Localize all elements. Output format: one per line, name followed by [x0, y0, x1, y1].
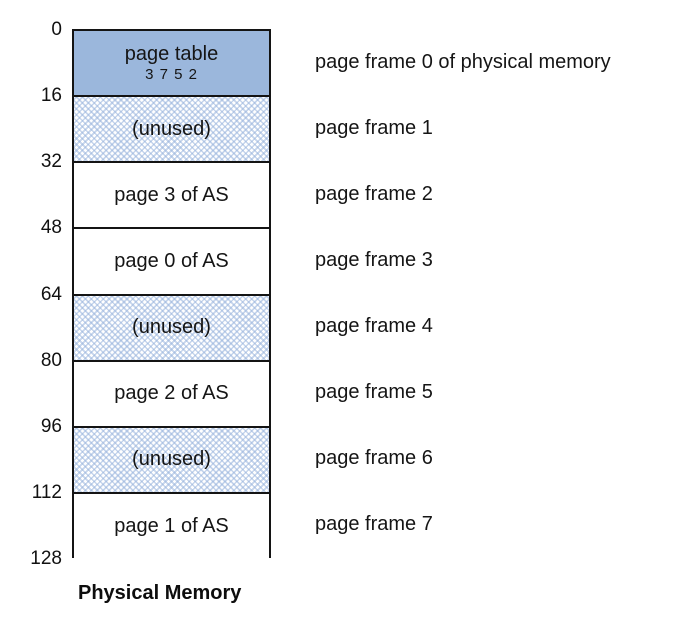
memory-cell-label: page table: [124, 43, 219, 66]
memory-cell-frame-3: page 0 of AS: [74, 229, 269, 296]
page-frame-label: page frame 6: [315, 447, 433, 470]
memory-cell-label: (unused): [132, 316, 211, 339]
page-table-entries: 3 7 5 2: [145, 66, 198, 84]
page-frame-row-6: page frame 6: [271, 426, 700, 492]
page-frame-label: page frame 3: [315, 248, 433, 271]
page-frame-row-1: page frame 1: [271, 95, 700, 161]
page-frame-label: page frame 4: [315, 315, 433, 338]
address-tick-112: 112: [31, 482, 62, 503]
page-frame-annotations: page frame 0 of physical memory page fra…: [271, 29, 700, 558]
address-tick-32: 32: [40, 151, 62, 172]
memory-cell-label: page 3 of AS: [114, 183, 229, 206]
address-tick-16: 16: [40, 85, 62, 106]
page-frame-row-7: page frame 7: [271, 492, 700, 558]
memory-cell-label: page 2 of AS: [114, 382, 229, 405]
address-tick-48: 48: [40, 217, 62, 238]
memory-cell-label: page 0 of AS: [114, 249, 229, 272]
page-frame-row-0: page frame 0 of physical memory: [271, 29, 700, 95]
page-frame-row-5: page frame 5: [271, 360, 700, 426]
address-axis: 0 16 32 48 64 80 96 112 128: [0, 0, 62, 632]
address-tick-0: 0: [51, 19, 62, 40]
memory-cell-frame-1: (unused): [74, 97, 269, 164]
memory-cell-frame-5: page 2 of AS: [74, 361, 269, 428]
page-frame-label: page frame 2: [315, 182, 433, 205]
page-frame-label: page frame 1: [315, 116, 433, 139]
memory-cell-frame-0: page table 3 7 5 2: [74, 31, 269, 98]
address-tick-80: 80: [40, 350, 62, 371]
memory-cell-frame-7: page 1 of AS: [74, 493, 269, 560]
page-frame-label: page frame 7: [315, 513, 433, 536]
memory-cell-frame-2: page 3 of AS: [74, 163, 269, 230]
memory-cell-frame-6: (unused): [74, 427, 269, 494]
physical-memory-column: page table 3 7 5 2 (unused) page 3 of AS…: [72, 29, 271, 560]
address-tick-96: 96: [40, 416, 62, 437]
page-frame-label: page frame 0 of physical memory: [315, 50, 611, 73]
memory-cell-frame-4: (unused): [74, 295, 269, 362]
memory-cell-label: (unused): [132, 117, 211, 140]
memory-cell-label: page 1 of AS: [114, 515, 229, 538]
memory-cell-label: (unused): [132, 448, 211, 471]
diagram-caption: Physical Memory: [78, 582, 242, 604]
page-frame-row-3: page frame 3: [271, 227, 700, 293]
address-tick-128: 128: [30, 548, 62, 569]
page-frame-row-2: page frame 2: [271, 161, 700, 227]
page-frame-row-4: page frame 4: [271, 294, 700, 360]
page-frame-label: page frame 5: [315, 381, 433, 404]
address-tick-64: 64: [40, 284, 62, 305]
